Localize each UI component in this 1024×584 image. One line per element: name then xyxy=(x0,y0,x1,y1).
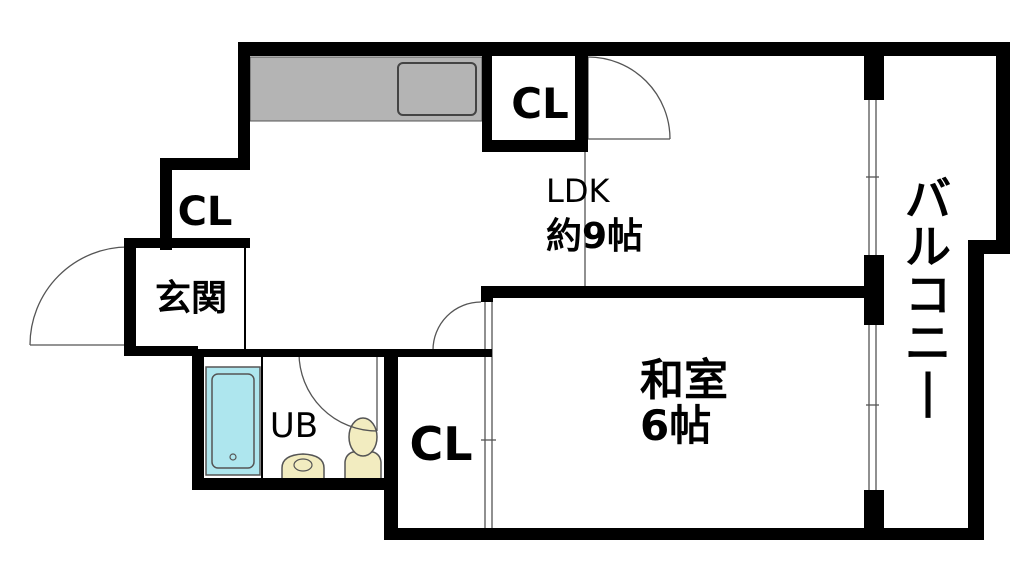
balcony-label-char: バ xyxy=(905,172,951,226)
ub-label: UB xyxy=(270,406,318,446)
kitchen-counter xyxy=(249,56,483,122)
ldk-size-label: 約9帖 xyxy=(546,216,643,257)
washitsu-swing-door xyxy=(432,301,482,351)
balcony-label-char: ニ xyxy=(905,316,951,370)
entrance-door xyxy=(29,246,129,346)
kitchen-sink xyxy=(397,62,477,116)
ldk-label: LDK xyxy=(546,172,610,210)
closet-sliding-door xyxy=(481,298,496,530)
washitsu-label: 和室 xyxy=(640,355,728,406)
bathtub xyxy=(205,366,261,476)
balcony-label-char: ル xyxy=(905,220,951,274)
washitsu-size-label: 6帖 xyxy=(640,401,711,450)
closet-label: CL xyxy=(511,79,569,128)
svg-text:バルコニ|: バルコニ| xyxy=(905,172,951,419)
genkan-label: 玄関 xyxy=(155,278,227,319)
balcony-label: バルコニ| xyxy=(905,172,951,419)
toilet xyxy=(344,417,382,480)
sliding-window-ldk xyxy=(866,100,879,255)
sliding-window-washitsu xyxy=(866,325,879,490)
ldk-swing-door xyxy=(587,56,671,140)
closet-label: CL xyxy=(178,189,233,235)
balcony-label-char: コ xyxy=(905,268,951,322)
closet-label: CL xyxy=(409,417,472,471)
washbasin xyxy=(281,453,325,480)
balcony-label-char: | xyxy=(920,364,937,419)
